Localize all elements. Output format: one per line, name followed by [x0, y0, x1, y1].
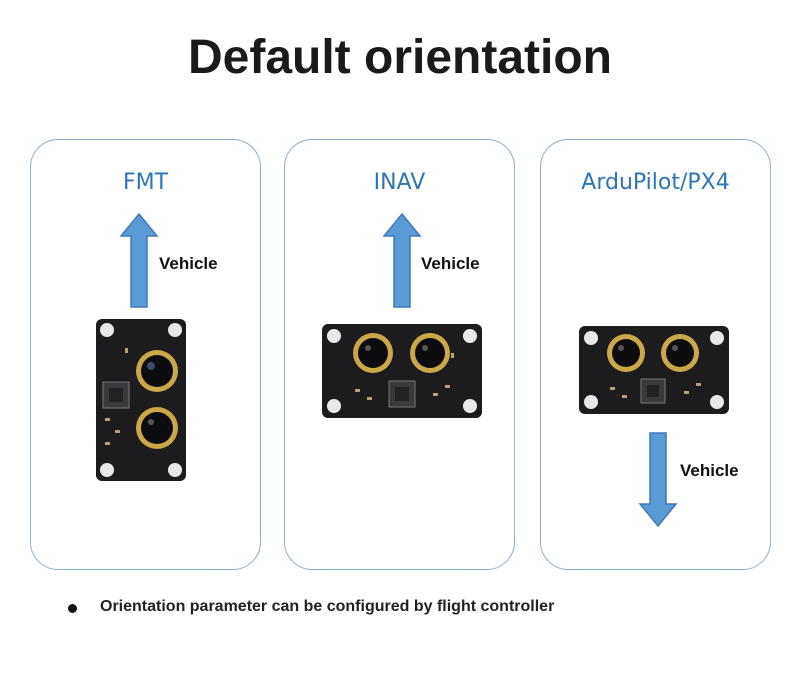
sensor-board-landscape [322, 324, 482, 418]
arrow-up-icon [119, 212, 159, 308]
note-text: Orientation parameter can be configured … [100, 598, 555, 615]
arrow-up-icon [382, 212, 422, 308]
panel-title-inav: INAV [373, 170, 426, 195]
sensor-board-landscape [579, 326, 729, 414]
panel-fmt: FMT Vehicle [30, 139, 261, 570]
panel-ardupilot-px4: ArduPilot/PX4 Vehicle [540, 139, 771, 570]
bullet-icon [68, 604, 77, 613]
vehicle-label-ardupilot-px4: Vehicle [680, 461, 739, 480]
sensor-board-portrait [96, 319, 186, 481]
vehicle-label-inav: Vehicle [421, 254, 480, 273]
panel-title-ardupilot-px4: ArduPilot/PX4 [581, 170, 730, 195]
panel-title-fmt: FMT [122, 170, 169, 195]
page-title: Default orientation [187, 31, 612, 84]
panel-inav: INAV Vehicle [284, 139, 515, 570]
vehicle-label-fmt: Vehicle [159, 254, 218, 273]
arrow-down-icon [638, 432, 678, 528]
